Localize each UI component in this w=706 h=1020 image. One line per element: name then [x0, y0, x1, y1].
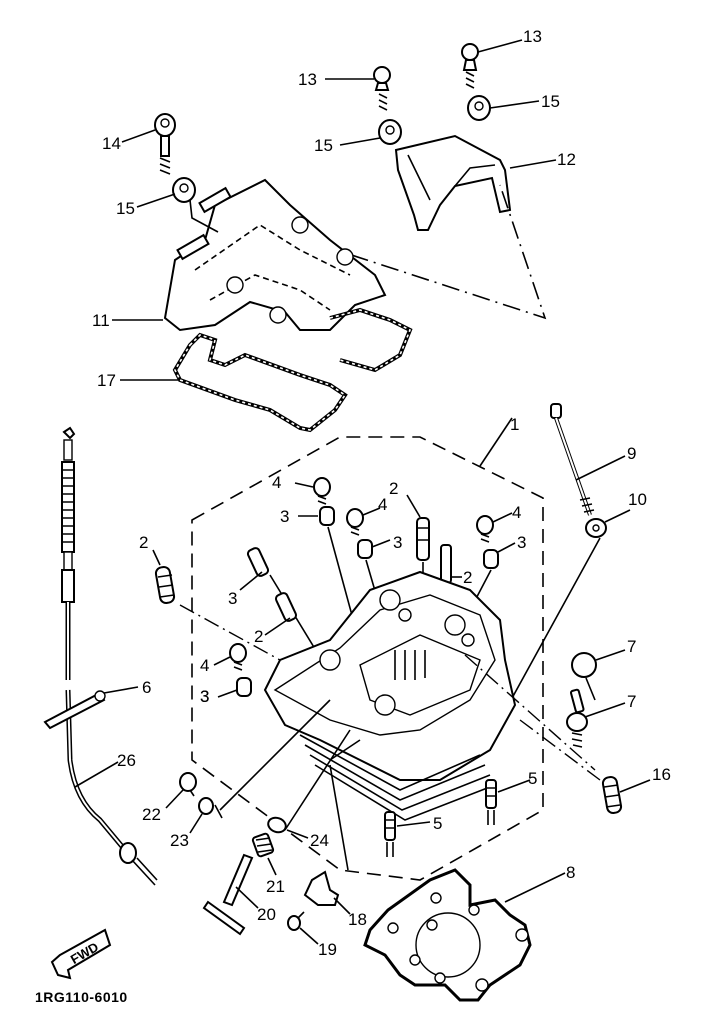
part-3-cap-nut[interactable]: [236, 677, 252, 697]
callout-5: 5: [433, 814, 442, 833]
part-15-damper-left[interactable]: [172, 177, 196, 203]
part-1-cylinder-head[interactable]: [263, 570, 517, 821]
callout-10: 10: [628, 490, 647, 509]
part-15-damper-middle[interactable]: [378, 119, 402, 145]
part-4-bolt[interactable]: [476, 515, 494, 543]
callout-4: 4: [512, 503, 521, 522]
part-24-oil-seal[interactable]: [266, 815, 288, 834]
part-14-bolt[interactable]: [154, 113, 176, 175]
callout-19: 19: [318, 940, 337, 959]
callout-3: 3: [517, 533, 526, 552]
part-5-stud-bolt[interactable]: [485, 779, 497, 825]
callout-2: 2: [254, 627, 263, 646]
part-13-bolt-left[interactable]: [373, 66, 391, 111]
part-19-screw[interactable]: [287, 911, 305, 931]
callout-25: 26: [117, 751, 136, 770]
part-6-spark-plug[interactable]: [566, 688, 588, 748]
part-4-bolt[interactable]: [229, 643, 247, 671]
part-11-cylinder-head-cover[interactable]: [163, 178, 387, 332]
callout-15: 15: [314, 136, 333, 155]
callout-4: 4: [378, 495, 387, 514]
drawing-code: 1RG110-6010: [35, 989, 128, 1005]
callout-22: 22: [142, 805, 161, 824]
part-10-washer[interactable]: [585, 518, 607, 538]
part-2-stud[interactable]: [440, 544, 452, 584]
callout-1: 1: [510, 415, 519, 434]
part-21-spring[interactable]: [251, 832, 275, 858]
callout-2: 2: [389, 479, 398, 498]
part-8-cylinder-head-gasket[interactable]: [363, 868, 532, 1002]
callout-13: 13: [298, 70, 317, 89]
callout-11: 11: [92, 311, 110, 330]
part-5-stud-bolt[interactable]: [384, 811, 396, 857]
callout-16: 7: [627, 637, 636, 656]
part-25-oil-delivery-pipe[interactable]: [61, 426, 158, 886]
part-18-guide[interactable]: [303, 870, 340, 906]
callout-18: 18: [348, 910, 367, 929]
callout-2: 2: [463, 568, 472, 587]
part-13-bolt-right[interactable]: [461, 43, 479, 89]
callout-20: 20: [257, 905, 276, 924]
callout-3: 3: [200, 687, 209, 706]
part-22-plug[interactable]: [179, 772, 197, 797]
callout-8: 8: [566, 863, 575, 882]
part-7-dowel-pin[interactable]: [601, 776, 623, 814]
callout-13: 13: [523, 27, 542, 46]
callout-24: 24: [310, 831, 329, 850]
callout-17: 17: [97, 371, 116, 390]
part-3-cap-nut[interactable]: [319, 506, 335, 526]
part-9-stud-bolt[interactable]: [550, 403, 595, 516]
callout-15: 15: [116, 199, 135, 218]
part-2-stud[interactable]: [274, 592, 298, 622]
part-23-gasket[interactable]: [198, 797, 214, 815]
callout-21: 21: [266, 877, 285, 896]
part-7-dowel-pin[interactable]: [154, 566, 176, 604]
callout-5: 5: [528, 769, 537, 788]
part-15-damper-right[interactable]: [467, 95, 491, 121]
part-12-bracket[interactable]: [394, 134, 512, 231]
part-2-stud[interactable]: [246, 547, 270, 577]
callout-2: 3: [228, 589, 237, 608]
callout-3: 3: [393, 533, 402, 552]
callout-15: 15: [541, 92, 560, 111]
callout-4: 4: [272, 473, 281, 492]
callout-26: 6: [142, 678, 151, 697]
fwd-direction-marker: FWD: [50, 928, 112, 980]
callout-14: 14: [102, 134, 121, 153]
callout-6: 7: [627, 692, 636, 711]
callout-9: 9: [627, 444, 636, 463]
part-4-bolt[interactable]: [313, 477, 331, 505]
part-2-stud[interactable]: [416, 517, 430, 561]
part-3-cap-nut[interactable]: [357, 539, 373, 559]
part-17-cover-gasket[interactable]: [172, 307, 413, 433]
callout-4: 4: [200, 656, 209, 675]
callout-3: 3: [280, 507, 289, 526]
callout-12: 12: [557, 150, 576, 169]
part-1-group-boundary: [191, 436, 544, 881]
part-3-cap-nut[interactable]: [483, 549, 499, 569]
callout-23: 23: [170, 831, 189, 850]
part-4-bolt[interactable]: [346, 508, 364, 536]
callout-7: 16: [652, 765, 671, 784]
callout-7: 2: [139, 533, 148, 552]
callout-3-lower: 3: [200, 687, 209, 706]
part-26-clamp[interactable]: [43, 690, 106, 730]
part-20-decompression-shaft[interactable]: [202, 853, 254, 936]
part-16-cap[interactable]: [571, 652, 597, 678]
